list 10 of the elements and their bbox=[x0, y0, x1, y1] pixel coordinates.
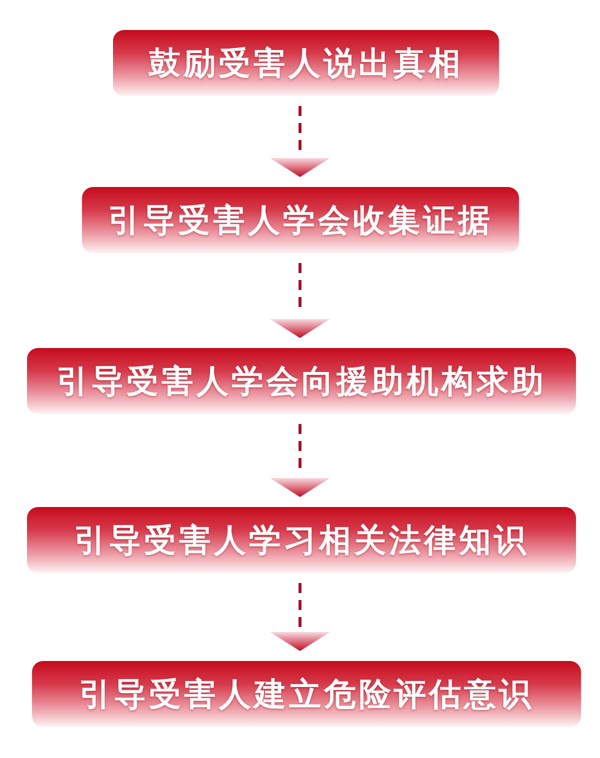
process-box bbox=[27, 348, 576, 414]
process-box bbox=[113, 30, 499, 96]
step-text: 引导受害人学习相关法律知识 bbox=[74, 520, 529, 560]
process-box bbox=[27, 507, 576, 573]
process-box bbox=[32, 661, 581, 727]
step-text: 引导受害人学会收集证据 bbox=[108, 200, 493, 240]
step-text: 鼓励受害人说出真相 bbox=[148, 43, 464, 83]
step-text: 引导受害人建立危险评估意识 bbox=[79, 674, 534, 714]
step-text: 引导受害人学会向援助机构求助 bbox=[56, 361, 546, 401]
process-box bbox=[82, 187, 519, 253]
